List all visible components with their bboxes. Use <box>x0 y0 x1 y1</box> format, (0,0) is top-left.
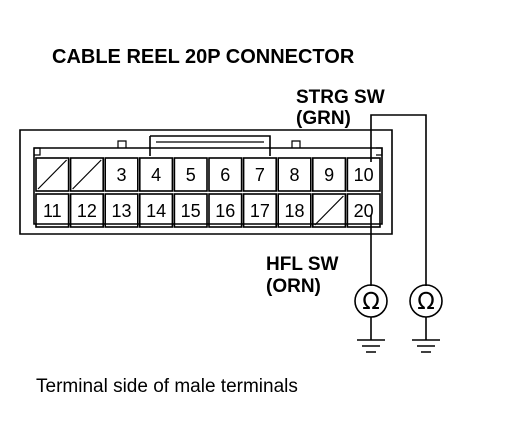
pin-cavity: 8 <box>277 157 312 192</box>
pin-cavity: 6 <box>208 157 243 192</box>
pin-number: 8 <box>289 165 299 185</box>
pin-number: 5 <box>186 165 196 185</box>
pin-cavity <box>35 157 70 192</box>
strg-sw-color: (GRN) <box>296 108 351 129</box>
ohm-icon: Ω <box>362 289 380 315</box>
pin-number: 15 <box>181 201 201 221</box>
pin-cavity: 12 <box>69 193 104 228</box>
pin-cavity: 5 <box>173 157 208 192</box>
unused-pin-mark <box>314 195 344 226</box>
pin-number: 3 <box>116 165 126 185</box>
pin-number: 12 <box>77 201 97 221</box>
pin-cavity: 7 <box>242 157 278 192</box>
probe-wires <box>370 114 427 286</box>
pin-cavity: 17 <box>242 193 278 228</box>
unused-pin-mark <box>72 159 102 190</box>
pin-cavity <box>311 193 347 228</box>
pin-number: 16 <box>215 201 235 221</box>
diagram-title: CABLE REEL 20P CONNECTOR <box>52 46 355 68</box>
diagram-caption: Terminal side of male terminals <box>36 376 298 397</box>
pin-number: 9 <box>324 165 334 185</box>
pin-number: 17 <box>250 201 270 221</box>
pin-number: 6 <box>220 165 230 185</box>
pin-number: 10 <box>354 165 374 185</box>
strg-sw-label: STRG SW <box>296 87 385 108</box>
pin-cavity: 18 <box>277 193 312 228</box>
ohmmeter-right: Ω <box>409 284 443 353</box>
pin-cavity: 13 <box>104 193 139 228</box>
ground-icon <box>357 339 385 353</box>
ohm-icon: Ω <box>417 289 435 315</box>
ohmmeter-left: Ω <box>354 284 388 353</box>
hfl-sw-color: (ORN) <box>266 276 321 297</box>
pin-cavity: 20 <box>346 193 381 228</box>
pin-cavity: 14 <box>139 193 174 228</box>
pin-cavity: 11 <box>35 193 70 228</box>
connector-housing <box>19 129 393 235</box>
ground-icon <box>412 339 440 353</box>
pin-number: 14 <box>146 201 166 221</box>
pin-cavity: 10 <box>346 157 381 192</box>
pin-cavity: 15 <box>173 193 208 228</box>
strg-wire <box>370 114 427 286</box>
pin-number: 4 <box>151 165 161 185</box>
pin-cavity: 9 <box>311 157 347 192</box>
pin-cavity <box>69 157 104 192</box>
hfl-sw-label: HFL SW <box>266 254 339 275</box>
pin-number: 20 <box>354 201 374 221</box>
pin-number: 7 <box>255 165 265 185</box>
pin-number: 13 <box>111 201 131 221</box>
unused-pin-mark <box>37 159 68 190</box>
pin-cavity: 4 <box>139 157 174 192</box>
pin-number: 18 <box>284 201 304 221</box>
pin-cavity: 3 <box>104 157 139 192</box>
pin-number: 11 <box>43 201 62 221</box>
pin-cavity: 16 <box>208 193 243 228</box>
pin-grid: 3 4 5 6 7 8 9 10 11 12 13 14 15 16 17 18 20 <box>35 157 381 228</box>
